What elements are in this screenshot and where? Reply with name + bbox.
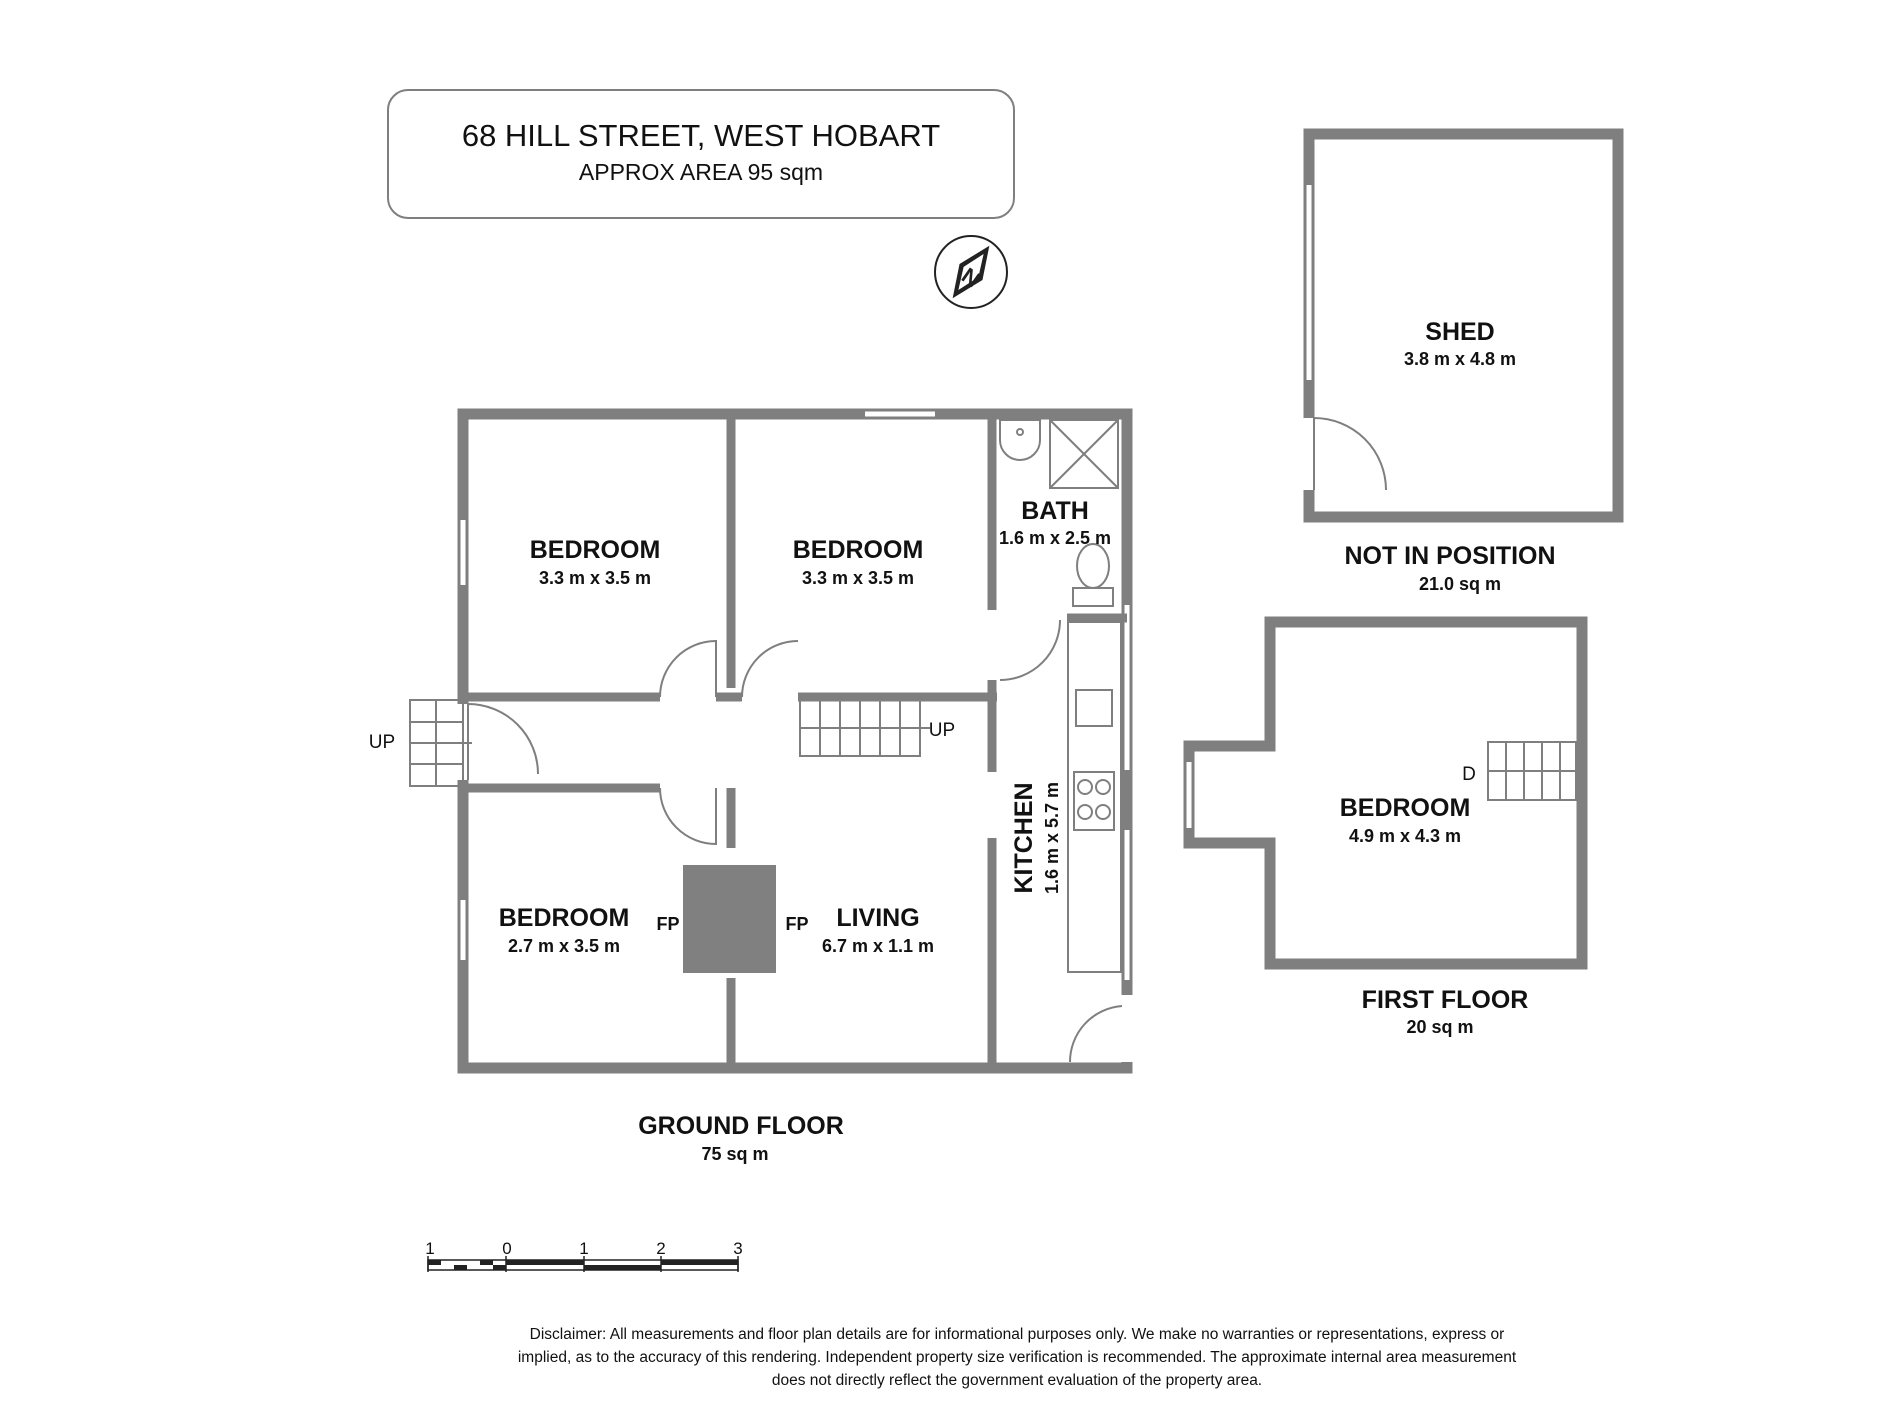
first-floor-bedroom-name: BEDROOM [1340,794,1471,822]
kitchen-dims: 1.6 m x 5.7 m [1042,782,1062,894]
living-name: LIVING [836,904,919,932]
bath-dims: 1.6 m x 2.5 m [999,528,1111,548]
ground-floor-label: GROUND FLOOR [638,1112,844,1140]
scale-bar [427,1256,739,1272]
entry-up-label: UP [369,732,395,753]
bedroom-2-dims: 3.3 m x 3.5 m [802,568,914,588]
fireplace [683,865,776,973]
approx-area: APPROX AREA 95 sqm [579,159,823,185]
fireplace-label-left: FP [656,914,679,934]
bath-name: BATH [1021,497,1089,525]
bedroom-3-dims: 2.7 m x 3.5 m [508,936,620,956]
scale-tick-label: 0 [502,1239,511,1258]
shed-plan [1302,128,1624,523]
disclaimer-line-3: does not directly reflect the government… [772,1372,1262,1389]
first-floor-label: FIRST FLOOR [1362,986,1529,1014]
shed-area: 21.0 sq m [1419,574,1501,594]
scale-tick-label: 1 [425,1239,434,1258]
scale-tick-label: 2 [656,1239,665,1258]
stairs-up-label: UP [929,720,955,741]
scale-tick-label: 1 [579,1239,588,1258]
scale-tick-label: 3 [733,1239,742,1258]
fireplace-label-right: FP [785,914,808,934]
shed-name: SHED [1425,318,1494,346]
shed-dims: 3.8 m x 4.8 m [1404,349,1516,369]
living-dims: 6.7 m x 1.1 m [822,936,934,956]
shed-note: NOT IN POSITION [1344,542,1555,570]
first-floor-bedroom-dims: 4.9 m x 4.3 m [1349,826,1461,846]
bedroom-1-name: BEDROOM [530,536,661,564]
first-floor-area: 20 sq m [1406,1017,1473,1037]
ground-floor-area: 75 sq m [701,1144,768,1164]
property-address: 68 HILL STREET, WEST HOBART [462,118,940,153]
first-floor-plan [1183,616,1588,970]
disclaimer-line-2: implied, as to the accuracy of this rend… [518,1349,1517,1366]
header-box [387,89,1015,219]
north-compass-icon: N [934,235,1008,309]
first-floor-stair-label: D [1462,764,1476,785]
bedroom-3-name: BEDROOM [499,904,630,932]
kitchen-name: KITCHEN [1010,782,1038,893]
ground-floor-fixtures [409,419,1123,1063]
bedroom-1-dims: 3.3 m x 3.5 m [539,568,651,588]
disclaimer-line-1: Disclaimer: All measurements and floor p… [530,1326,1505,1343]
bedroom-2-name: BEDROOM [793,536,924,564]
